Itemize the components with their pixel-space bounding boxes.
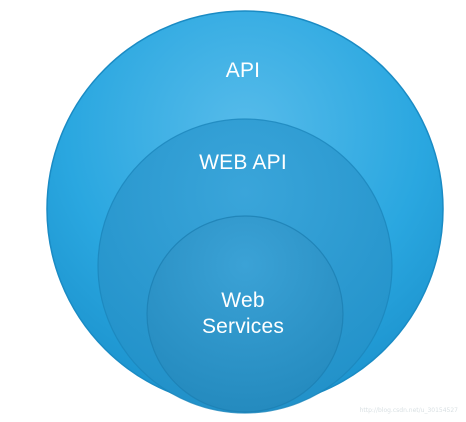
- web-services-label: Web Services: [183, 288, 303, 340]
- web-api-label: WEB API: [199, 151, 287, 174]
- web-services-label-line2: Services: [201, 315, 285, 338]
- api-label: API: [225, 59, 261, 82]
- web-services-circle: [146, 215, 344, 413]
- watermark-text: http://blog.csdn.net/u_30154527: [359, 407, 458, 414]
- web-services-label-line1: Web: [221, 289, 265, 312]
